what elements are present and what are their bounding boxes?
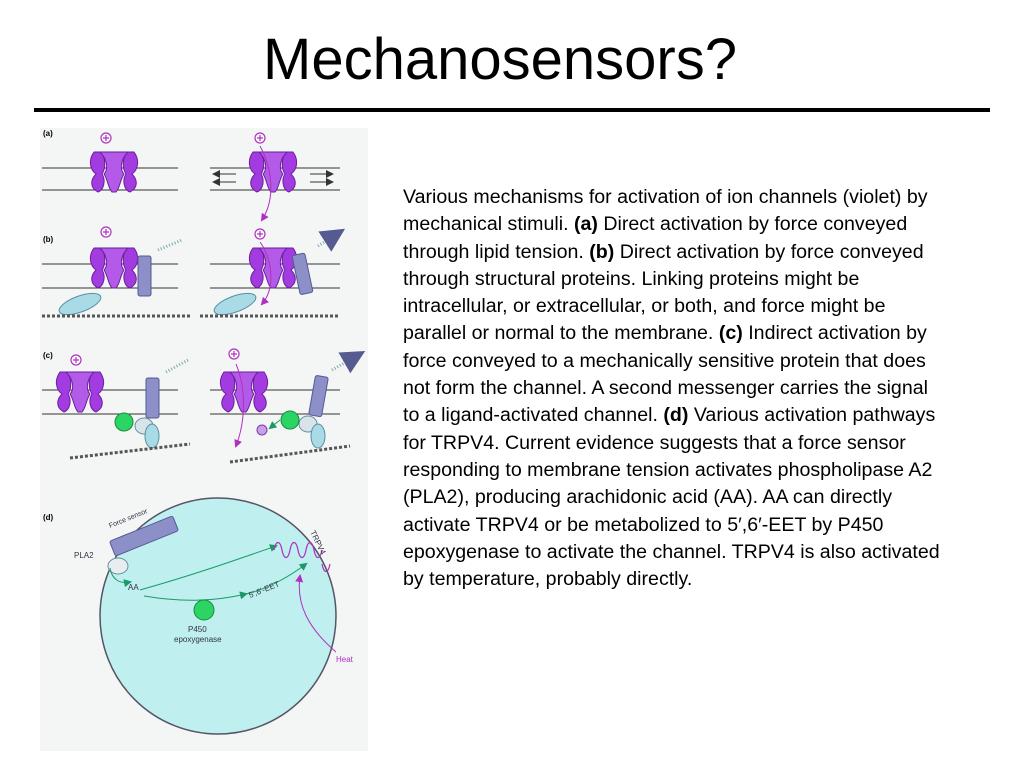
panel-c-right [210, 348, 366, 464]
pla2-label: PLA2 [74, 551, 94, 560]
panel-c-left [42, 354, 191, 460]
panel-label-a: (a) [43, 129, 53, 138]
caption-intro: Various mechanisms for activation of ion… [403, 186, 928, 236]
caption-a-label: (a) [573, 213, 598, 236]
panel-b-right [200, 228, 346, 318]
caption-a-text: Direct activation by force conveyed thro… [403, 213, 908, 263]
caption-d-label: (d) [663, 404, 689, 427]
panel-label-c: (c) [43, 351, 53, 360]
caption-c-text: Indirect activation by force conveyed to… [403, 322, 928, 427]
epoxygenase-label: epoxygenase [174, 635, 222, 644]
panel-label-d: (d) [43, 513, 54, 522]
aa-label: AA [128, 583, 139, 592]
heat-label: Heat [336, 655, 354, 664]
figure-caption: Various mechanisms for activation of ion… [403, 184, 943, 593]
p450-label: P450 [188, 625, 207, 634]
panel-b-left [42, 226, 190, 318]
panel-a-left [42, 132, 178, 193]
slide-title: Mechanosensors? [263, 27, 737, 92]
title-divider [34, 108, 990, 112]
caption-c-label: (c) [718, 322, 743, 345]
panel-a-right [210, 132, 340, 222]
panel-d-cell: Force sensor PLA2 AA 5′,6′-EET P450 epox… [74, 497, 354, 735]
caption-b-label: (b) [589, 240, 615, 263]
caption-b-text: Direct activation by force conveyed thro… [403, 240, 924, 345]
caption-d-text: Various activation pathways for TRPV4. C… [403, 404, 940, 591]
mechanosensor-figure: (a) (b) (c) (d) [40, 128, 368, 751]
panel-label-b: (b) [43, 235, 54, 244]
